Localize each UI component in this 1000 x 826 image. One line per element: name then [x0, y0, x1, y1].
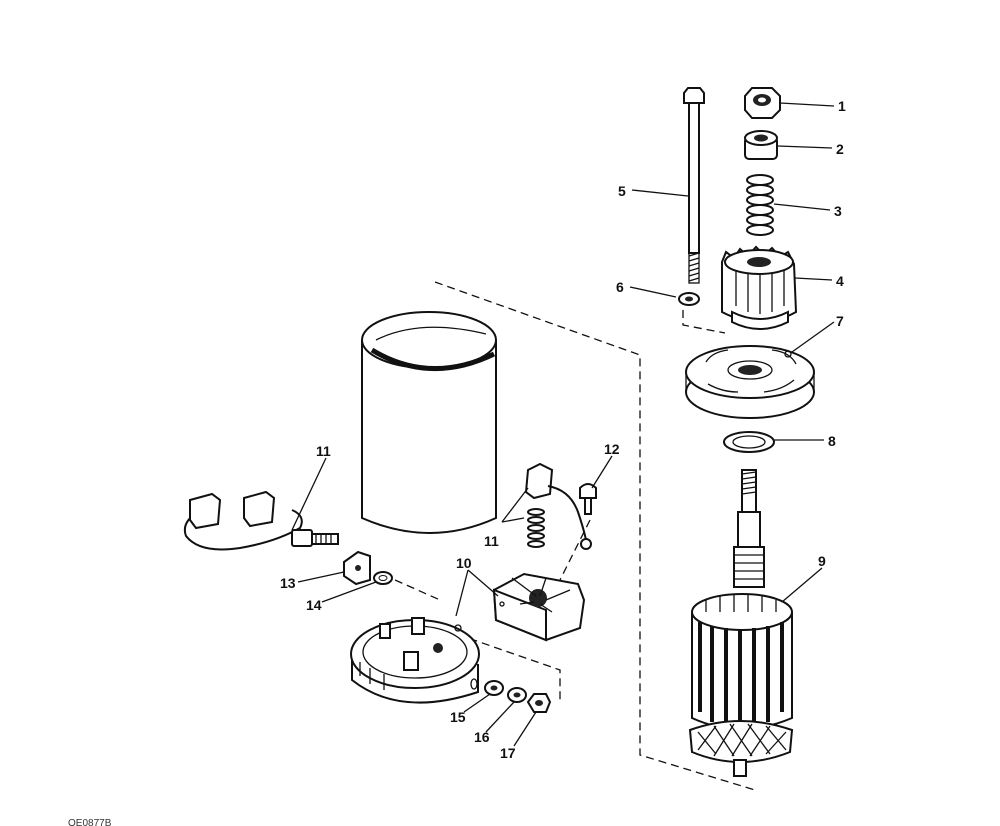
- part-13-terminal-block: [343, 550, 371, 586]
- callout-5: 5: [618, 183, 626, 199]
- callout-11-left: 11: [316, 443, 331, 459]
- callout-16: 16: [474, 729, 490, 745]
- part-14-washer: [373, 571, 393, 585]
- part-7-end-cap: [685, 345, 815, 419]
- part-8-thrust-washer: [723, 431, 775, 453]
- callout-3: 3: [834, 203, 842, 219]
- callout-1: 1: [838, 98, 846, 114]
- part-11-brush-spring: [524, 462, 592, 550]
- part-10-brush-holder: [492, 572, 586, 642]
- callout-2: 2: [836, 141, 844, 157]
- part-6-lockwasher: [678, 292, 700, 306]
- callout-13: 13: [280, 575, 296, 591]
- part-12-screw: [579, 483, 597, 515]
- part-3-spring: [746, 174, 774, 236]
- part-11-brush-lead: [183, 490, 339, 551]
- part-5-through-bolt: [683, 87, 705, 284]
- callout-12: 12: [604, 441, 620, 457]
- part-4-drive-gear: [721, 245, 798, 330]
- part-15-washer: [484, 680, 504, 696]
- callout-11-right: 11: [484, 533, 499, 549]
- part-commutator-end-cap: [350, 617, 480, 704]
- image-code-label: OE0877B: [68, 818, 112, 826]
- part-16-lockwasher: [507, 687, 527, 703]
- part-17-nut: [526, 693, 552, 713]
- part-9-armature: [688, 469, 794, 777]
- callout-9: 9: [818, 553, 826, 569]
- leader-lines: [291, 102, 835, 747]
- callout-4: 4: [836, 273, 844, 289]
- callout-7: 7: [836, 313, 844, 329]
- assembly-guide-lines: [394, 281, 756, 791]
- callout-numbers: 1 2 3 4 5 6 7 8 9 10 11 11 12 13 14 15 1…: [280, 98, 846, 761]
- part-frame-cylinder: [361, 311, 497, 534]
- callout-14: 14: [306, 597, 322, 613]
- callout-10: 10: [456, 555, 472, 571]
- callout-8: 8: [828, 433, 836, 449]
- part-1-nut: [744, 87, 781, 119]
- part-2-spacer: [744, 130, 778, 160]
- callout-17: 17: [500, 745, 516, 761]
- callout-15: 15: [450, 709, 466, 725]
- callout-6: 6: [616, 279, 624, 295]
